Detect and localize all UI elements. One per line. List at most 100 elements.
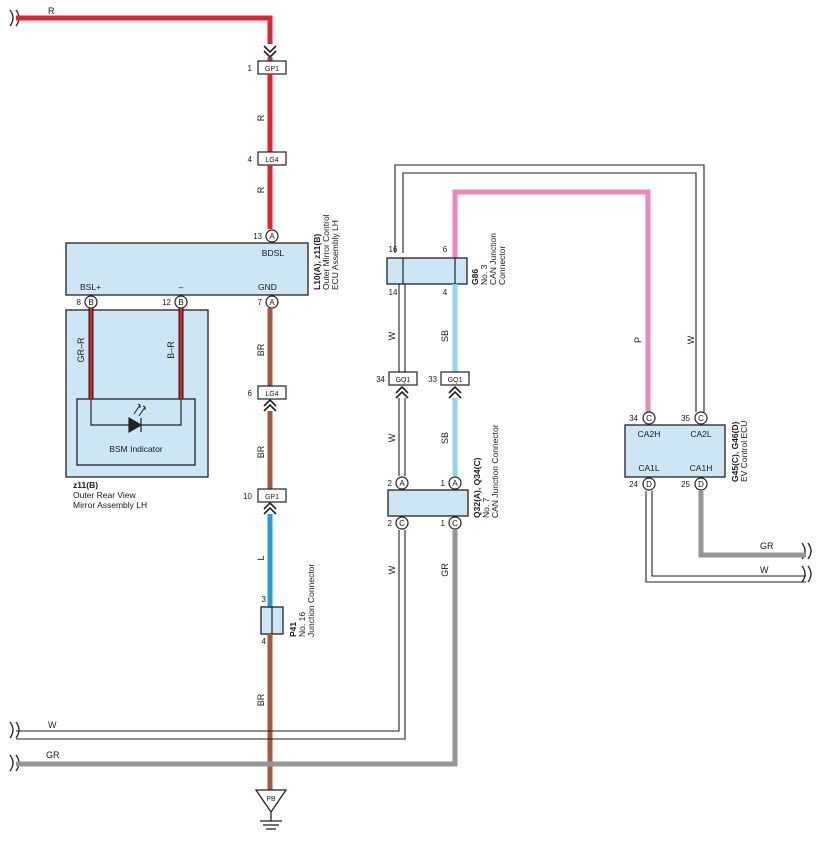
mirror-assembly-caption: z11(B) Outer Rear View Mirror Assembly L… [73,480,147,510]
pin-num-ecu-12: 12 [162,298,171,307]
pin-label-ca1l: CA1L [638,463,660,473]
pin-conn-ev-24: D [646,480,652,489]
junction-q32-box [387,489,469,517]
pin-ring-ev-34 [642,411,656,425]
wire-label-r-top: R [48,6,55,16]
g86-pin-4: 4 [443,288,448,297]
svg-text:G86: G86 [470,269,480,285]
pin-ring-ev-35 [694,411,708,425]
pin-num-ev-35: 35 [681,414,690,423]
connector-gq1-left-pin: 34 [376,375,385,384]
wire-w-top-loop-inner [402,172,697,412]
wire-w-q34-down-inner [16,530,400,732]
wire-label-w-bottom-left: W [48,720,57,730]
ecu-outer-mirror-caption: L10(A), z11(B) Outer Mirror Control ECU … [312,214,340,290]
pin-num-ecu-13: 13 [253,232,262,241]
connector-chevron-gq1 [395,385,462,399]
wire-r-top [16,15,273,44]
wire-gr-right [698,491,806,558]
svg-text:z11(B): z11(B) [73,480,98,490]
connector-chevron-lg4-bottom [263,398,277,412]
pin-conn-q32-1a: A [452,479,458,488]
svg-text:CAN Junction: CAN Junction [488,233,498,285]
connector-chevron-gp1-bottom [263,501,277,515]
connector-lg4-bottom-pin: 6 [248,389,253,398]
pin-num-q32-2a: 2 [388,479,393,488]
wire-w-q34-down-outer [16,530,406,740]
connector-gq1-right-pin: 33 [428,375,437,384]
connector-gp1-top-pin: 1 [248,64,253,73]
ground-icon [260,812,282,830]
pin-ring-q32-2a [395,476,409,490]
pin-ring-ecu-13 [265,229,279,243]
ground-pb-label: PB [266,796,276,803]
pin-num-ecu-8: 8 [77,298,82,307]
svg-text:No. 3: No. 3 [479,264,489,285]
pin-conn-q32-2a: A [399,479,405,488]
connector-gq1-left-label: GQ1 [396,377,411,384]
pin-label-ca2h: CA2H [638,429,661,439]
g86-pin-16: 16 [389,245,398,254]
wire-w-right-inner [651,491,806,577]
wire-label-sb-g86: SB [440,330,450,342]
connector-chevron-gp1-top [263,45,277,59]
bsm-indicator-box [76,398,196,466]
svg-text:CAN Junction Connector: CAN Junction Connector [490,424,500,518]
wire-label-w-right: W [760,565,769,575]
svg-text:Connector: Connector [497,246,507,285]
ground-pb-triangle [254,789,288,814]
wire-label-w-gq1: W [387,433,397,442]
connector-gp1-bottom [257,488,287,503]
wire-label-r-gp1-lg4: R [256,114,266,121]
svg-text:L10(A), z11(B): L10(A), z11(B) [312,234,322,290]
svg-text:No. 16: No. 16 [297,612,307,637]
svg-text:ECU Assembly LH: ECU Assembly LH [330,220,340,290]
pin-conn-q34-2c: C [399,519,405,528]
pin-conn-ecu-12: B [178,298,183,307]
pin-ring-q32-1a [448,476,462,490]
pin-label-ca1h: CA1H [690,463,713,473]
wire-label-r-lg4-ecu: R [256,186,266,193]
junction-g86-box [386,257,468,285]
pin-conn-ev-35: C [698,414,704,423]
wire-label-br-lg4-gp1: BR [256,445,266,458]
pin-num-ev-24: 24 [629,480,638,489]
p41-caption: P41 No. 16 Junction Connector [288,564,316,637]
svg-text:Outer Rear View: Outer Rear View [73,490,137,500]
wire-label-gr-r: GR–R [76,337,86,363]
pin-num-q34-1c: 1 [441,519,446,528]
pin-num-q34-2c: 2 [388,519,393,528]
pin-conn-ev-34: C [646,414,652,423]
g86-pin-6: 6 [443,245,448,254]
svg-text:Junction Connector: Junction Connector [306,564,316,637]
connector-lg4-bottom-label: LG4 [265,391,278,398]
p41-pin-bottom: 4 [262,637,267,646]
pin-ring-ev-25 [694,477,708,491]
svg-text:Q32(A), Q34(C): Q32(A), Q34(C) [472,457,482,518]
g86-caption: G86 No. 3 CAN Junction Connector [470,233,507,285]
ev-control-ecu-caption: G45(C), G46(D) EV Control ECU [730,421,749,482]
led-icon [128,416,143,434]
pin-ring-q34-2c [395,516,409,530]
wire-label-br-ground: BR [256,693,266,706]
connector-gq1-left [388,371,418,386]
ecu-outer-mirror-box [65,242,309,296]
g86-pin-14: 14 [389,288,398,297]
wire-label-gr-q34: GR [440,563,450,577]
pin-label-gnd: GND [258,282,277,292]
pin-num-ev-34: 34 [629,414,638,423]
pin-label-ca2l: CA2L [690,429,712,439]
pin-conn-ecu-13: A [269,232,275,241]
svg-text:EV Control ECU: EV Control ECU [739,421,749,482]
pin-ring-ev-24 [642,477,656,491]
svg-text:No. 7: No. 7 [481,497,491,518]
connector-gp1-top-label: GP1 [265,66,279,73]
svg-text:Mirror Assembly LH: Mirror Assembly LH [73,500,147,510]
connector-gq1-right [440,371,470,386]
svg-text:G45(C), G46(D): G45(C), G46(D) [730,421,740,482]
pin-conn-q34-1c: C [452,519,458,528]
pin-label-bdsl: BDSL [262,248,284,258]
svg-text:Outer Mirror Control: Outer Mirror Control [321,214,331,290]
p41-pin-top: 3 [262,595,267,604]
